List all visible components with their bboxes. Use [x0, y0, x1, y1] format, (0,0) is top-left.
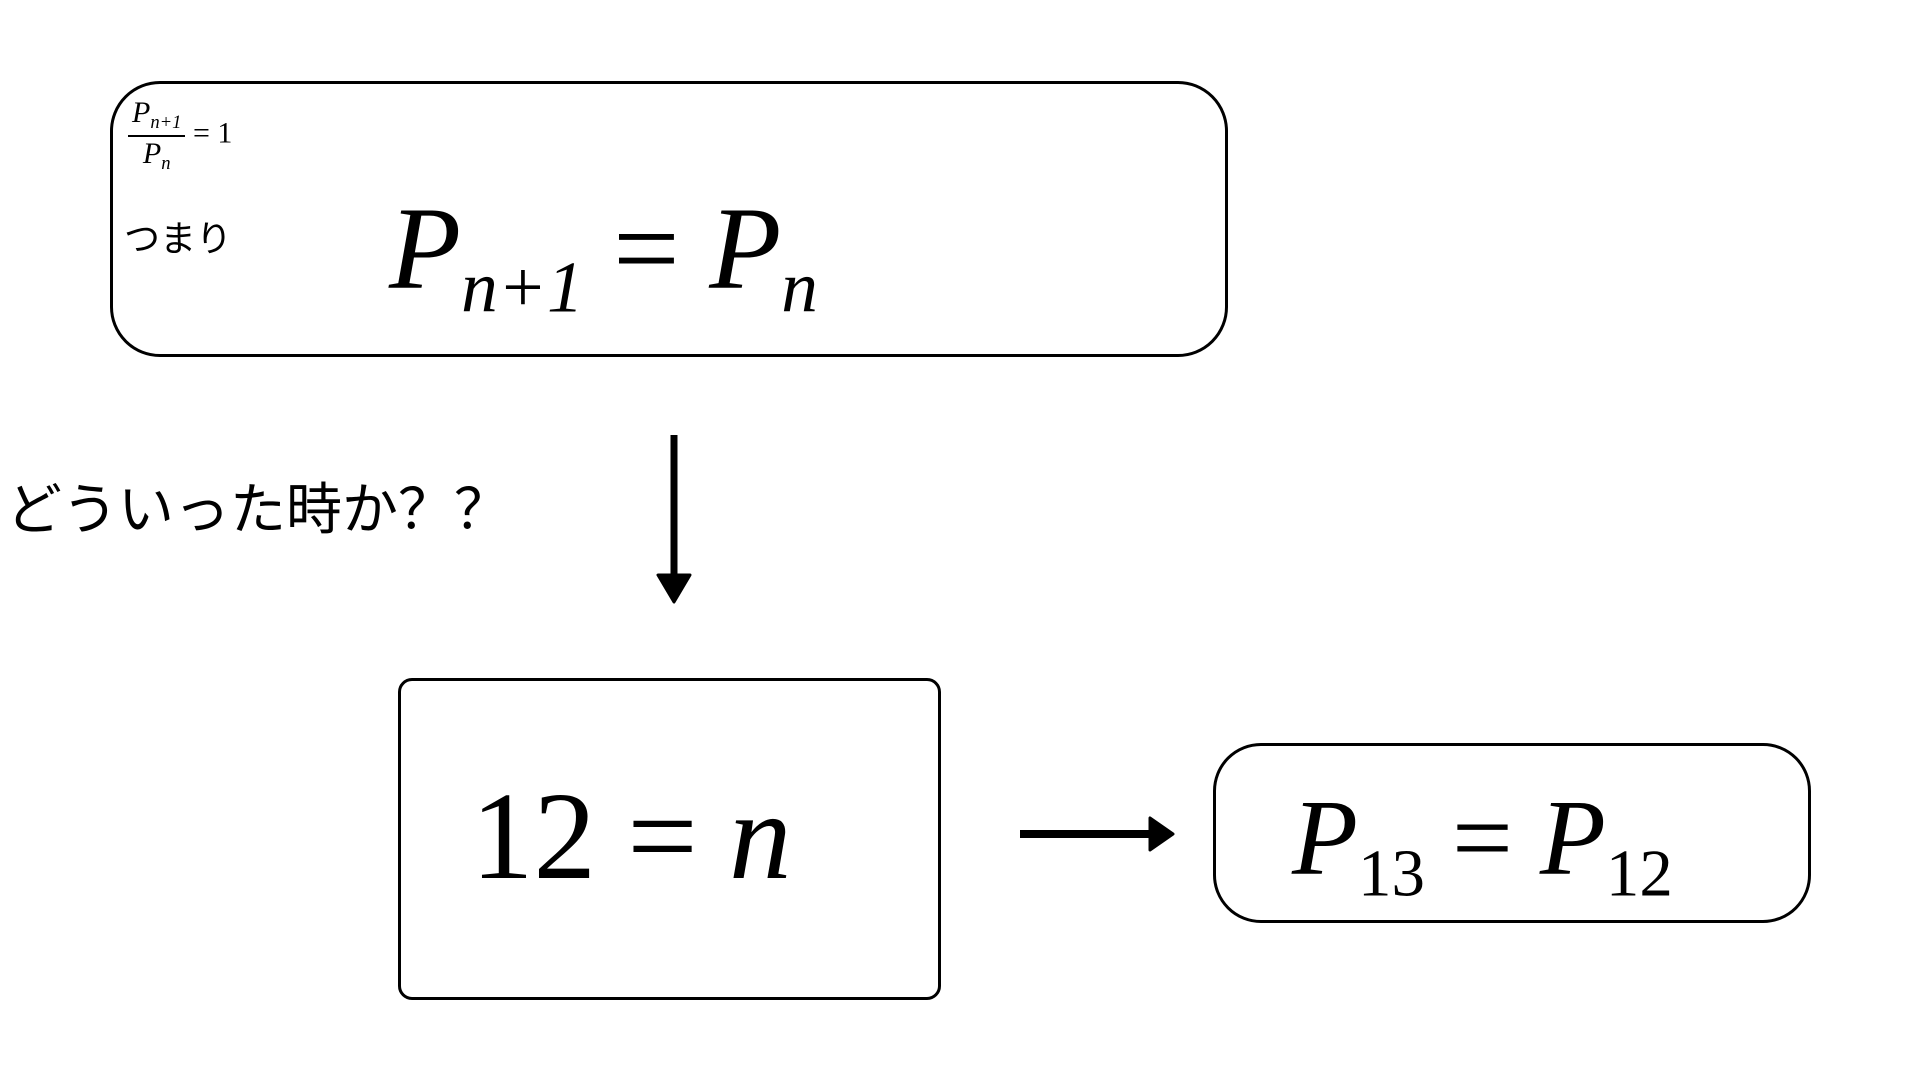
fraction: Pn+1 Pn	[128, 96, 186, 174]
right-arrow	[1020, 816, 1175, 852]
numerator-base: P	[132, 96, 151, 129]
numerator-sub: n+1	[150, 111, 182, 133]
denominator-base: P	[142, 136, 162, 170]
formula-rhs-base: P	[709, 183, 782, 314]
result-box	[1213, 743, 1811, 923]
ratio-rhs: = 1	[192, 116, 233, 150]
formula-lhs-base: P	[389, 183, 462, 314]
denominator-sub: n	[161, 152, 171, 174]
top-box	[110, 81, 1228, 357]
ratio-formula: Pn+1 Pn = 1	[128, 98, 232, 173]
middle-box	[398, 678, 941, 1000]
result-lhs-sub: 13	[1357, 836, 1425, 911]
down-arrow	[656, 435, 692, 604]
middle-lhs: 12	[471, 768, 596, 906]
result-lhs-base: P	[1292, 779, 1358, 898]
middle-equals: =	[627, 768, 698, 906]
result-rhs-base: P	[1539, 779, 1606, 898]
result-equals: =	[1451, 779, 1513, 898]
tsumari-label: つまり	[124, 219, 233, 260]
result-rhs-sub: 12	[1605, 836, 1673, 911]
main-formula: Pn+1=Pn	[389, 190, 818, 324]
formula-equals: =	[613, 183, 680, 314]
result-formula: P13=P12	[1292, 785, 1673, 907]
formula-rhs-sub: n	[781, 246, 818, 328]
middle-rhs: n	[729, 768, 792, 906]
formula-lhs-sub: n+1	[461, 246, 584, 328]
middle-formula: 12=n	[471, 775, 792, 900]
question-label: どういった時か？？	[6, 478, 510, 543]
